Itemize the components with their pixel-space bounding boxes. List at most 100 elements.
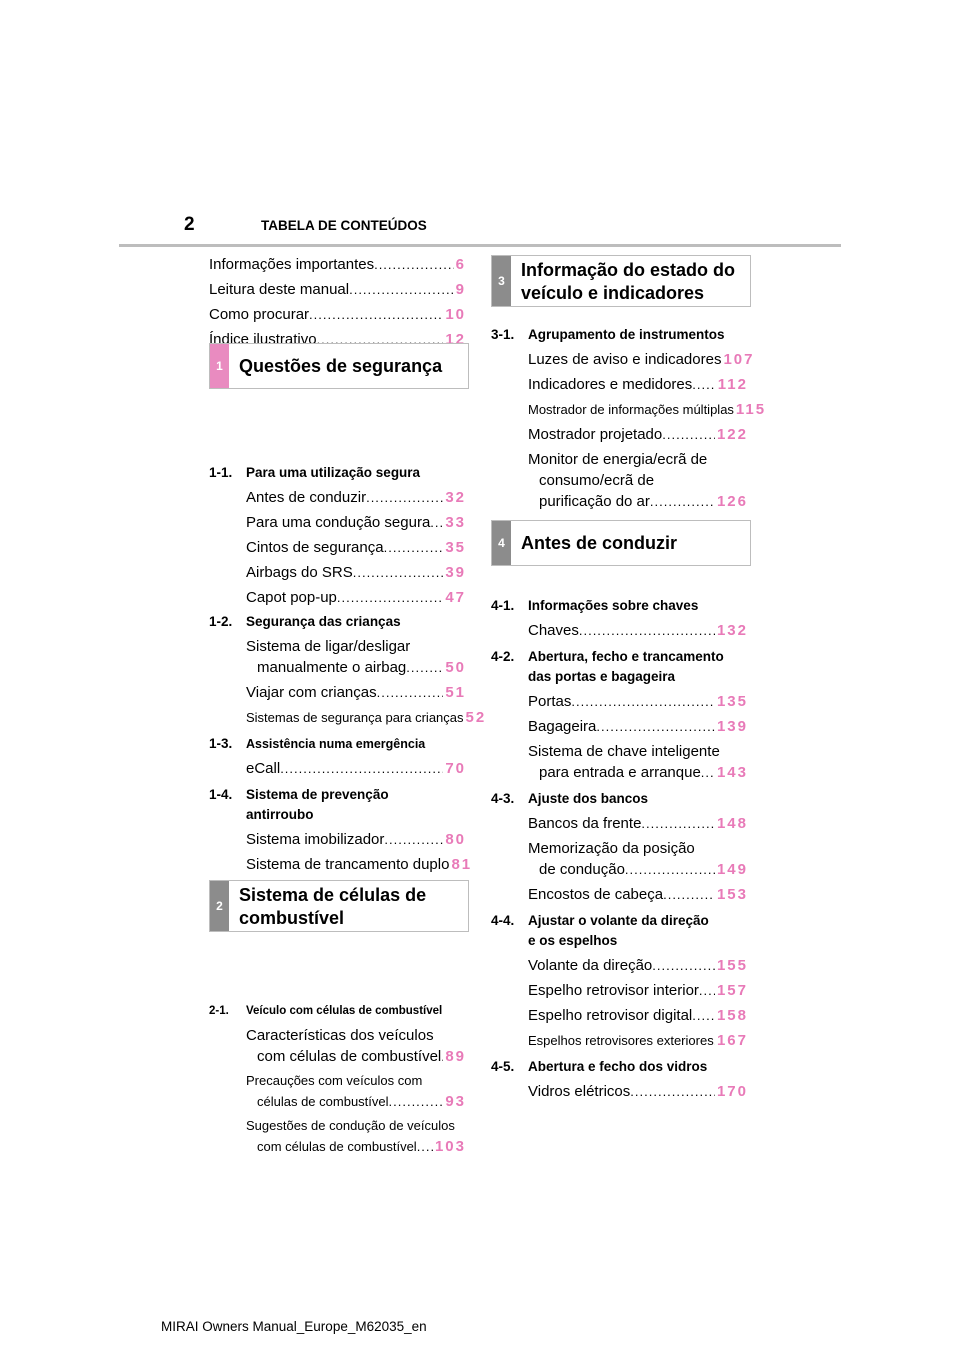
toc-entry[interactable]: Chaves132 bbox=[528, 620, 748, 641]
chapter-box-4[interactable]: 4 Antes de conduzir bbox=[491, 520, 751, 566]
toc-entry[interactable]: Bagageira139 bbox=[528, 716, 748, 737]
footer-text: MIRAI Owners Manual_Europe_M62035_en bbox=[161, 1319, 427, 1334]
toc-entry[interactable]: Leitura deste manual9 bbox=[209, 279, 466, 300]
toc-entry[interactable]: Sistema imobilizador80 bbox=[246, 829, 466, 850]
chapter-box-1[interactable]: 1 Questões de segurança bbox=[209, 343, 469, 389]
toc-entry[interactable]: Espelho retrovisor interior157 bbox=[528, 980, 748, 1001]
page-link[interactable]: 51 bbox=[445, 684, 466, 701]
toc-entry[interactable]: Sugestões de condução de veículos com cé… bbox=[246, 1116, 466, 1157]
section-heading-3-1: 3-1. Agrupamento de instrumentos bbox=[491, 327, 725, 342]
page-link[interactable]: 39 bbox=[445, 564, 466, 581]
toc-entry[interactable]: Espelhos retrovisores exteriores167 bbox=[528, 1030, 748, 1051]
section-heading-1-2: 1-2. Segurança das crianças bbox=[209, 614, 401, 629]
section-1-3-items: eCall70 bbox=[209, 758, 466, 779]
page-link[interactable]: 103 bbox=[434, 1138, 466, 1155]
page-link[interactable]: 143 bbox=[716, 764, 748, 781]
page-link[interactable]: 148 bbox=[716, 815, 748, 832]
toc-entry[interactable]: Sistema de ligar/desligar manualmente o … bbox=[246, 636, 466, 678]
toc-entry[interactable]: Portas135 bbox=[528, 691, 748, 712]
toc-entry[interactable]: Airbags do SRS39 bbox=[246, 562, 466, 583]
toc-entry[interactable]: Cintos de segurança35 bbox=[246, 537, 466, 558]
page-link[interactable]: 122 bbox=[716, 426, 748, 443]
section-1-1-items: Antes de conduzir32Para uma condução seg… bbox=[209, 487, 466, 608]
page-number: 2 bbox=[184, 214, 195, 235]
toc-right-column: 3-1. Agrupamento de instrumentos Luzes d… bbox=[491, 325, 767, 1102]
section-4-2-items: Portas135Bagageira139 Sistema de chave i… bbox=[491, 691, 748, 783]
toc-entry[interactable]: Para uma condução segura33 bbox=[246, 512, 466, 533]
page-link[interactable]: 139 bbox=[716, 718, 748, 735]
section-heading-2-1: 2-1. Veículo com células de combustível bbox=[209, 1005, 443, 1017]
page-link[interactable]: 35 bbox=[445, 539, 466, 556]
toc-entry[interactable]: Monitor de energia/ecrã de consumo/ecrã … bbox=[528, 449, 748, 512]
toc-entry[interactable]: Encostos de cabeça153 bbox=[528, 884, 748, 905]
intro-list: Informações importantes6Leitura deste ma… bbox=[209, 254, 466, 350]
toc-entry[interactable]: Precauções com veículos com células de c… bbox=[246, 1071, 466, 1112]
section-heading-1-3: 1-3. Assistência numa emergência bbox=[209, 736, 426, 751]
page-link[interactable]: 32 bbox=[445, 489, 466, 506]
page-link[interactable]: 81 bbox=[451, 856, 473, 873]
section-2-1-items: Características dos veículos com células… bbox=[209, 1025, 466, 1157]
page-link[interactable]: 50 bbox=[445, 659, 466, 676]
section-4-1-items: Chaves132 bbox=[491, 620, 748, 641]
page-link[interactable]: 6 bbox=[455, 256, 466, 273]
section-heading-4-5: 4-5.Abertura e fecho dos vidros bbox=[491, 1059, 708, 1074]
toc-entry[interactable]: Antes de conduzir32 bbox=[246, 487, 466, 508]
chapter-tab: 2 bbox=[210, 881, 229, 931]
page-link[interactable]: 9 bbox=[455, 281, 466, 298]
page-link[interactable]: 93 bbox=[445, 1093, 466, 1110]
page-link[interactable]: 47 bbox=[445, 589, 466, 606]
page-link[interactable]: 115 bbox=[735, 401, 767, 418]
page-link[interactable]: 153 bbox=[716, 886, 748, 903]
page-link[interactable]: 167 bbox=[716, 1032, 748, 1049]
toc-entry[interactable]: Informações importantes6 bbox=[209, 254, 466, 275]
toc-entry[interactable]: Sistema de chave inteligente para entrad… bbox=[528, 741, 748, 783]
page-link[interactable]: 149 bbox=[716, 861, 748, 878]
page-link[interactable]: 112 bbox=[717, 376, 748, 393]
section-heading-1-1: 1-1. Para uma utilização segura bbox=[209, 465, 421, 480]
toc-entry[interactable]: Capot pop-up47 bbox=[246, 587, 466, 608]
chapter-tab: 1 bbox=[210, 344, 229, 388]
toc-left-column: Informações importantes6Leitura deste ma… bbox=[209, 254, 487, 1157]
page-link[interactable]: 80 bbox=[445, 831, 466, 848]
toc-entry[interactable]: Características dos veículos com células… bbox=[246, 1025, 466, 1067]
toc-entry[interactable]: Viajar com crianças51 bbox=[246, 682, 466, 703]
page-link[interactable]: 52 bbox=[465, 709, 487, 726]
toc-entry[interactable]: Como procurar10 bbox=[209, 304, 466, 325]
page-link[interactable]: 10 bbox=[445, 306, 466, 323]
page-link[interactable]: 155 bbox=[716, 957, 748, 974]
page-link[interactable]: 70 bbox=[445, 760, 466, 777]
chapter-tab: 4 bbox=[492, 521, 511, 565]
section-1-2-items: Sistema de ligar/desligar manualmente o … bbox=[209, 636, 487, 728]
toc-entry[interactable]: eCall70 bbox=[246, 758, 466, 779]
toc-entry[interactable]: Espelho retrovisor digital158 bbox=[528, 1005, 748, 1026]
toc-entry[interactable]: Vidros elétricos170 bbox=[528, 1081, 748, 1102]
page-link[interactable]: 33 bbox=[445, 514, 466, 531]
page-link[interactable]: 126 bbox=[716, 493, 748, 510]
page-title: TABELA DE CONTEÚDOS bbox=[261, 218, 427, 233]
section-4-5-items: Vidros elétricos170 bbox=[491, 1081, 748, 1102]
section-heading-4-3: 4-3.Ajuste dos bancos bbox=[491, 791, 649, 806]
page-link[interactable]: 89 bbox=[445, 1048, 466, 1065]
page-link[interactable]: 170 bbox=[716, 1083, 748, 1100]
page-link[interactable]: 158 bbox=[716, 1007, 748, 1024]
toc-entry[interactable]: Bancos da frente148 bbox=[528, 813, 748, 834]
page-link[interactable]: 132 bbox=[716, 622, 748, 639]
section-heading-4-1: 4-1.Informações sobre chaves bbox=[491, 598, 699, 613]
toc-entry[interactable]: Indicadores e medidores112 bbox=[528, 374, 748, 395]
toc-entry[interactable]: Volante da direção155 bbox=[528, 955, 748, 976]
page-link[interactable]: 157 bbox=[716, 982, 748, 999]
page-link[interactable]: 107 bbox=[723, 351, 755, 368]
toc-entry[interactable]: Mostrador projetado122 bbox=[528, 424, 748, 445]
toc-entry[interactable]: Memorização da posição de condução149 bbox=[528, 838, 748, 880]
page-link[interactable]: 135 bbox=[716, 693, 748, 710]
